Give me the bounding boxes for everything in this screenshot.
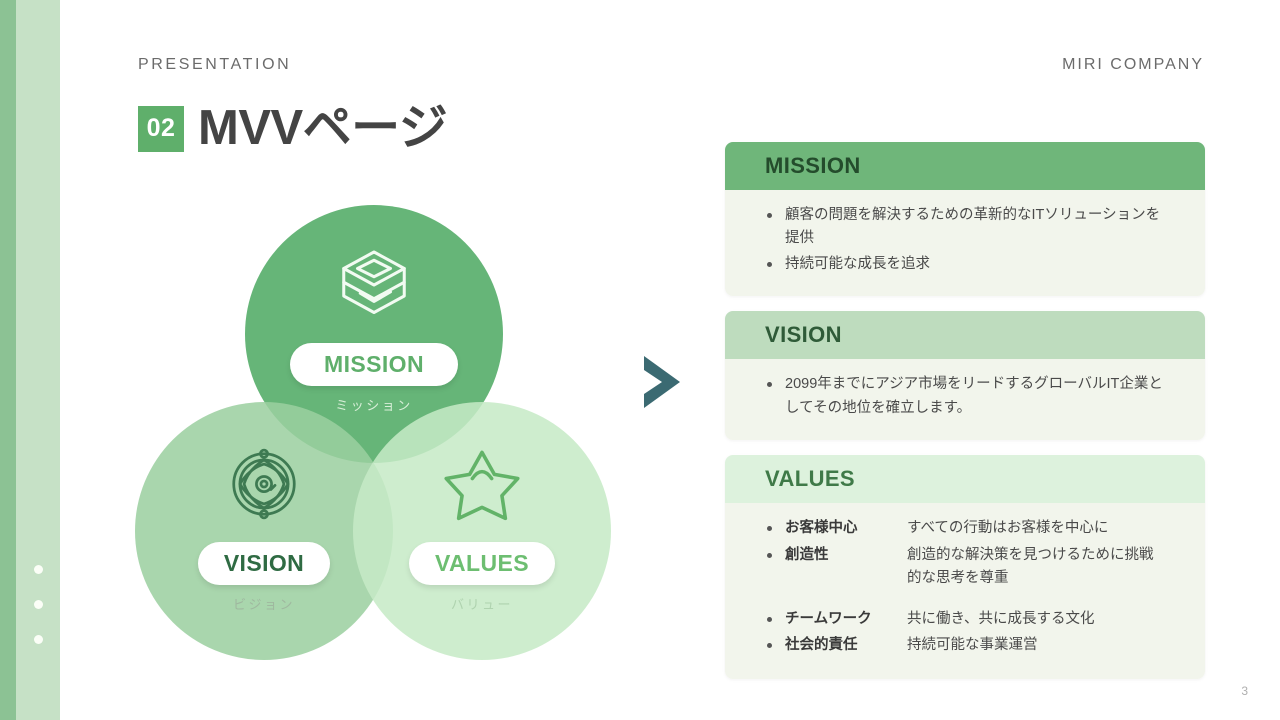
list-item: お客様中心 すべての行動はお客様を中心に	[765, 517, 1165, 540]
sidebar-dot	[33, 565, 43, 574]
list-item: 顧客の問題を解決するための革新的なITソリューションを提供	[765, 204, 1165, 251]
chevron-right-icon	[644, 356, 680, 408]
card-values: VALUES お客様中心 すべての行動はお客様を中心に 創造性 創造的な解決策を…	[725, 455, 1205, 679]
card-mission-body: 顧客の問題を解決するための革新的なITソリューションを提供 持続可能な成長を追求	[725, 190, 1205, 297]
venn-circle-vision[interactable]: VISION ビジョン	[135, 402, 393, 660]
value-description: 創造的な解決策を見つけるために挑戦的な思考を尊重	[907, 546, 1154, 587]
page-number: 3	[1241, 684, 1248, 698]
value-description: すべての行動はお客様を中心に	[907, 520, 1109, 537]
card-mission: MISSION 顧客の問題を解決するための革新的なITソリューションを提供 持続…	[725, 142, 1205, 297]
value-description: 共に働き、共に成長する文化	[907, 610, 1095, 627]
venn-label-vision: VISION	[197, 542, 331, 585]
card-values-body: お客様中心 すべての行動はお客様を中心に 創造性 創造的な解決策を見つけるために…	[725, 503, 1205, 679]
value-term: お客様中心	[785, 520, 858, 537]
sidebar-dots	[16, 565, 60, 670]
list-item: 創造性 創造的な解決策を見つけるために挑戦的な思考を尊重	[765, 544, 1165, 591]
page-title: 02 MVVページ	[138, 101, 448, 155]
venn-label-mission: MISSION	[290, 343, 458, 386]
venn-sublabel-mission: ミッション	[335, 398, 413, 413]
sidebar-strip-dark	[0, 0, 16, 720]
card-mission-heading: MISSION	[725, 142, 1205, 190]
header-company-name: MIRI COMPANY	[1062, 56, 1204, 73]
venn-circle-values[interactable]: VALUES バリュー	[353, 402, 611, 660]
mvv-cards: MISSION 顧客の問題を解決するための革新的なITソリューションを提供 持続…	[725, 142, 1205, 694]
list-item: 持続可能な成長を追求	[765, 253, 1165, 276]
spacer	[765, 594, 1165, 608]
card-vision-body: 2099年までにアジア市場をリードするグローバルIT企業としてその地位を確立しま…	[725, 359, 1205, 441]
list-item: 社会的責任 持続可能な事業運営	[765, 634, 1165, 657]
value-term: チームワーク	[785, 610, 872, 627]
left-sidebar	[0, 0, 60, 720]
venn-sublabel-values: バリュー	[450, 597, 513, 612]
list-item: 2099年までにアジア市場をリードするグローバルIT企業としてその地位を確立しま…	[765, 373, 1165, 420]
sidebar-dot	[33, 600, 43, 609]
venn-label-values: VALUES	[409, 542, 555, 585]
header-left-label: PRESENTATION	[138, 56, 292, 73]
title-number-badge: 02	[138, 105, 184, 152]
mvv-venn-diagram: MISSION ミッション VISION ビジョン	[125, 205, 625, 670]
star-icon	[444, 450, 520, 521]
card-vision: VISION 2099年までにアジア市場をリードするグローバルIT企業としてその…	[725, 311, 1205, 441]
venn-circle-mission[interactable]: MISSION ミッション	[245, 205, 503, 463]
value-description: 持続可能な事業運営	[907, 637, 1038, 654]
card-vision-heading: VISION	[725, 311, 1205, 360]
venn-sublabel-vision: ビジョン	[232, 597, 295, 612]
card-values-heading: VALUES	[725, 455, 1205, 504]
value-term: 創造性	[785, 546, 829, 563]
chevron-right-arrow	[636, 350, 690, 419]
layers-stack-icon	[342, 250, 406, 315]
sidebar-dot	[33, 635, 43, 644]
atom-orbit-icon	[232, 448, 296, 520]
value-term: 社会的責任	[785, 637, 858, 654]
list-item: チームワーク 共に働き、共に成長する文化	[765, 608, 1165, 631]
title-text: MVVページ	[198, 101, 448, 155]
